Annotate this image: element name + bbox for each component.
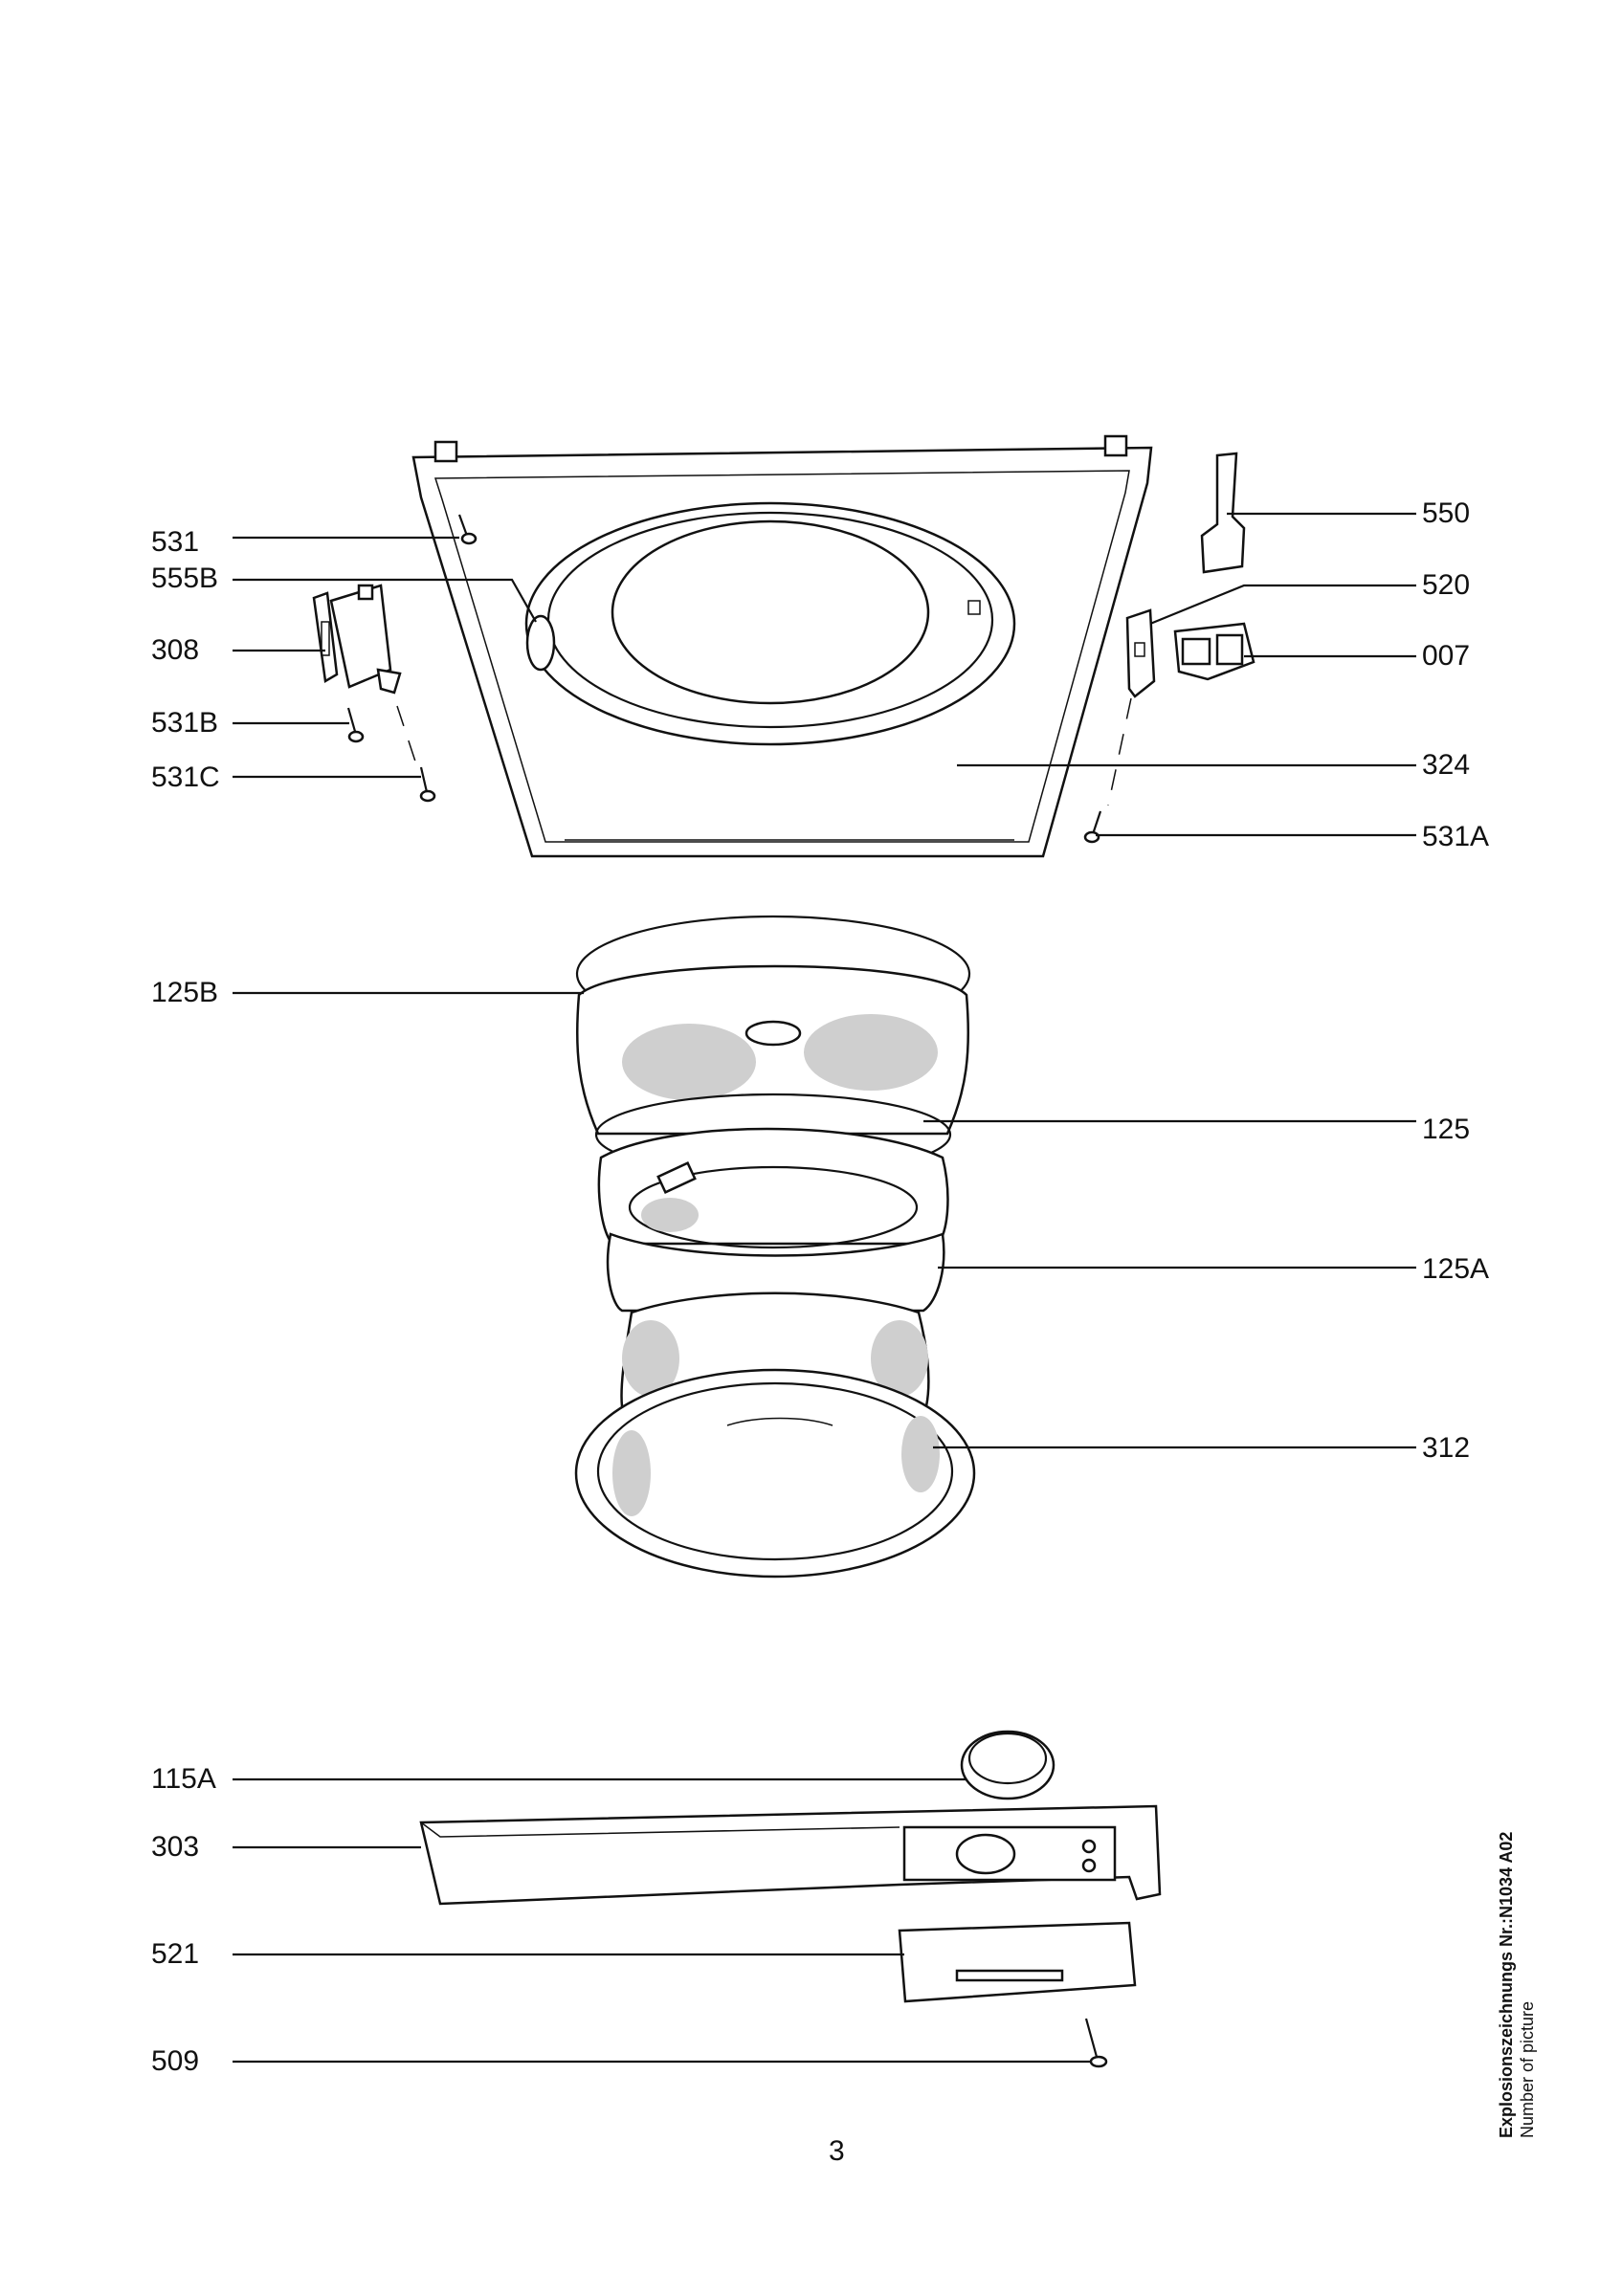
label-303: 303	[151, 1831, 200, 1863]
screw-531C	[419, 766, 436, 803]
label-312: 312	[1422, 1432, 1471, 1464]
page-number: 3	[829, 2135, 845, 2167]
label-531A: 531A	[1422, 821, 1490, 852]
cap-115A	[960, 1730, 1055, 1800]
screw-531	[457, 514, 478, 545]
label-509: 509	[151, 2045, 200, 2077]
drawing-number-title: Explosionszeichnungs Nr.:N1034 A02	[1497, 1831, 1516, 2138]
label-531C: 531C	[151, 762, 220, 793]
panel-303	[419, 1804, 1162, 1906]
leader-lines-right	[923, 512, 1416, 1449]
label-555B: 555B	[151, 563, 219, 594]
screw-531B	[346, 707, 365, 743]
label-115A: 115A	[151, 1763, 216, 1795]
label-520: 520	[1422, 569, 1471, 601]
label-125A: 125A	[1422, 1253, 1490, 1285]
label-531: 531	[151, 526, 200, 558]
lock-007	[1173, 622, 1255, 681]
screw-509	[1084, 2018, 1108, 2068]
label-550: 550	[1422, 497, 1471, 529]
clamp-ring-125A	[606, 1160, 945, 1313]
drawing-number-caption: Explosionszeichnungs Nr.:N1034 A02 Numbe…	[1496, 1641, 1553, 2138]
label-007: 007	[1422, 640, 1471, 672]
hinge-308	[312, 584, 420, 774]
drum-ring-125	[597, 1127, 949, 1249]
label-521: 521	[151, 1938, 200, 1970]
drawing-number-subtitle: Number of picture	[1518, 2000, 1537, 2138]
label-125: 125	[1422, 1114, 1471, 1145]
front-panel-324	[411, 434, 1153, 858]
bracket-520	[1125, 608, 1156, 698]
housing-521	[898, 1921, 1137, 2003]
label-308: 308	[151, 634, 200, 666]
label-531B: 531B	[151, 707, 219, 739]
hook-550	[1200, 452, 1246, 574]
door-gasket-125B	[575, 915, 971, 1177]
leader-lines-left	[233, 536, 1091, 2064]
bowl-312	[574, 1292, 976, 1578]
label-125B: 125B	[151, 977, 219, 1008]
label-324: 324	[1422, 749, 1471, 781]
screw-531A	[1083, 697, 1132, 844]
